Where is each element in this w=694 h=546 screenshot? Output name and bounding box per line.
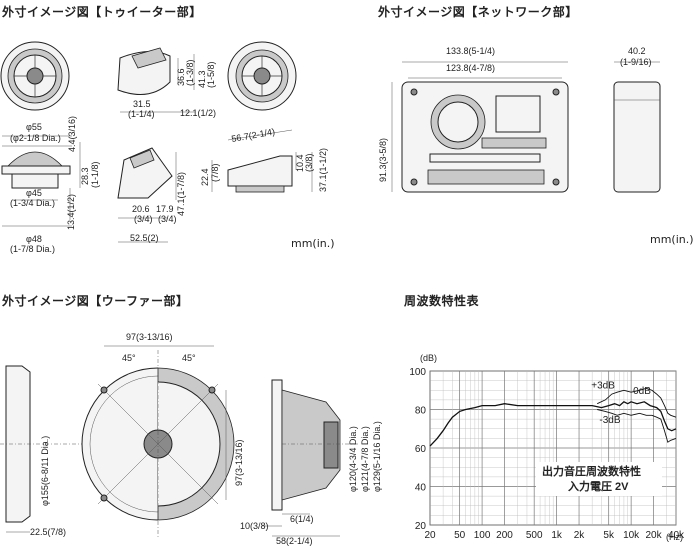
header-frequency-response: 周波数特性表 bbox=[404, 294, 480, 308]
network-box-front bbox=[401, 81, 569, 193]
dim-h28-3: 28.3 bbox=[80, 167, 90, 185]
dim-d129: φ129(5-1/16 Dia.) bbox=[372, 421, 382, 492]
header-network: 外寸イメージ図【ネットワーク部】 bbox=[378, 5, 578, 19]
y-tick-label: 20 bbox=[415, 521, 427, 532]
dim-d120: φ120(4-3/4 Dia.) bbox=[348, 426, 358, 492]
header-woofer: 外寸イメージ図【ウーファー部】 bbox=[2, 294, 189, 308]
dim-w58: 58(2-1/4) bbox=[276, 536, 313, 546]
x-axis-label: (Hz) bbox=[666, 532, 683, 542]
dim-h91-3: 91.3(3-5/8) bbox=[378, 138, 388, 182]
dim-h10-4: 10.4 bbox=[295, 154, 305, 172]
dim-w20-6: 20.6 bbox=[132, 204, 150, 214]
tweeter-angled-side-view bbox=[117, 47, 195, 113]
dim-w22-5: 22.5(7/8) bbox=[30, 527, 66, 537]
y-axis-label: (dB) bbox=[420, 353, 437, 363]
dim-w52-5: 52.5(2) bbox=[130, 233, 159, 243]
x-tick-label: 200 bbox=[496, 530, 513, 541]
dim-d55-inch: (φ2-1/8 Dia.) bbox=[10, 133, 61, 143]
series-label-0: +3dB bbox=[591, 380, 615, 391]
dim-d48: φ48 bbox=[26, 234, 42, 244]
dim-angle-45-right: 45° bbox=[182, 353, 196, 363]
annotation-box bbox=[536, 462, 662, 496]
tweeter-angled-mount-view bbox=[117, 147, 177, 243]
x-tick-label: 50 bbox=[454, 530, 466, 541]
woofer-side-section bbox=[271, 379, 360, 511]
dim-w133-8: 133.8(5-1/4) bbox=[446, 46, 495, 56]
x-tick-label: 100 bbox=[474, 530, 491, 541]
series-label-2: -3dB bbox=[599, 415, 620, 426]
dim-h10-4-inch: (3/8) bbox=[304, 153, 314, 172]
dim-d55: φ55 bbox=[26, 122, 42, 132]
woofer-front-view bbox=[81, 350, 235, 538]
series-line-2 bbox=[597, 409, 677, 443]
dim-h22-4-inch: (7/8) bbox=[210, 163, 220, 182]
y-tick-label: 100 bbox=[409, 367, 426, 378]
series-label-1: 0dB bbox=[633, 386, 651, 397]
tweeter-bracket-view bbox=[211, 129, 313, 193]
network-box-side bbox=[613, 81, 661, 193]
y-tick-label: 60 bbox=[415, 444, 427, 455]
dim-w123-8: 123.8(4-7/8) bbox=[446, 63, 495, 73]
dim-h41-3: 41.3 bbox=[197, 70, 207, 88]
dim-h36-6-inch: (1-3/8) bbox=[185, 59, 195, 86]
chart-ticks-layer: 20 40 60 80 100 20 50 100 200 500 1k 2k 5k 10k 20k 40k bbox=[409, 367, 685, 541]
dim-h22-4: 22.4 bbox=[200, 168, 210, 186]
dim-w40-2: 40.2 bbox=[628, 46, 646, 56]
dim-d48-inch: (1-7/8 Dia.) bbox=[10, 244, 55, 254]
x-tick-label: 20 bbox=[424, 530, 436, 541]
dim-w10: 10(3/8) bbox=[240, 521, 269, 531]
dim-h97: 97(3-13/16) bbox=[234, 439, 244, 486]
dim-h36-6: 36.6 bbox=[176, 68, 186, 86]
dim-w56-7: 56.7(2-1/4) bbox=[231, 126, 276, 143]
tweeter-angled-front-view bbox=[227, 41, 297, 111]
dim-w31-5-inch: (1-1/4) bbox=[128, 109, 155, 119]
dim-h4-4: 4.4(3/16) bbox=[67, 116, 77, 152]
tweeter-flush-side-view bbox=[1, 135, 81, 227]
series-line-1 bbox=[429, 401, 677, 447]
dim-d155: φ155(6-8/11 Dia.) bbox=[40, 436, 50, 506]
dim-w97: 97(3-13/16) bbox=[126, 332, 173, 342]
dim-h37-1: 37.1(1-1/2) bbox=[318, 148, 328, 192]
x-tick-label: 1k bbox=[551, 530, 563, 541]
network-diagram: 133.8(5-1/4) 123.8(4-7/8) 91.3(3-5/8) 40… bbox=[378, 46, 661, 193]
y-tick-label: 40 bbox=[415, 483, 427, 494]
dim-w17-9-inch: (3/4) bbox=[158, 214, 177, 224]
x-tick-label: 500 bbox=[526, 530, 543, 541]
dim-d45-inch: (1-3/4 Dia.) bbox=[10, 198, 55, 208]
dim-h47-1: 47.1(1-7/8) bbox=[176, 172, 186, 216]
dim-d45: φ45 bbox=[26, 188, 42, 198]
dim-d121: φ121(4-7/8 Dia.) bbox=[360, 426, 370, 492]
annotation-line-2: 入力電圧 2V bbox=[568, 479, 629, 493]
dim-w6: 6(1/4) bbox=[290, 514, 314, 524]
chart-series-layer: +3dB 0dB -3dB bbox=[429, 380, 677, 447]
annotation-line-1: 出力音圧周波数特性 bbox=[542, 464, 641, 478]
dim-h13-4: 13.4(1/2) bbox=[66, 194, 76, 230]
header-tweeter: 外寸イメージ図【トゥイーター部】 bbox=[2, 5, 202, 19]
dim-w17-9: 17.9 bbox=[156, 204, 174, 214]
tweeter-front-view bbox=[0, 41, 70, 111]
dim-angle-45-left: 45° bbox=[122, 353, 136, 363]
x-tick-label: 5k bbox=[603, 530, 615, 541]
dim-h41-3-inch: (1-5/8) bbox=[206, 61, 216, 88]
frequency-response-chart: +3dB 0dB -3dB 20 40 60 80 100 20 50 100 200 500 1k 2k… bbox=[409, 353, 685, 542]
y-tick-label: 80 bbox=[415, 406, 427, 417]
series-line-0 bbox=[597, 387, 677, 418]
woofer-flat-profile bbox=[5, 365, 31, 533]
x-tick-label: 2k bbox=[574, 530, 586, 541]
dim-h28-3-inch: (1-1/8) bbox=[90, 161, 100, 188]
unit-label-tweeter: mm(in.) bbox=[291, 237, 335, 250]
dim-w40-2-inch: (1-9/16) bbox=[620, 57, 652, 67]
x-tick-label: 40k bbox=[668, 530, 685, 541]
tweeter-diagram: φ55 (φ2-1/8 Dia.) 4.4(3/16) 28.3 (1-1/8)… bbox=[0, 41, 328, 254]
dim-w12-1: 12.1(1/2) bbox=[180, 108, 216, 118]
x-tick-label: 10k bbox=[623, 530, 640, 541]
dim-w31-5: 31.5 bbox=[133, 99, 151, 109]
unit-label-network: mm(in.) bbox=[650, 233, 694, 246]
dim-w20-6-inch: (3/4) bbox=[134, 214, 153, 224]
woofer-diagram: φ155(6-8/11 Dia.) 22.5(7/8) 97(3-13/16) … bbox=[0, 332, 382, 546]
x-tick-label: 20k bbox=[646, 530, 663, 541]
